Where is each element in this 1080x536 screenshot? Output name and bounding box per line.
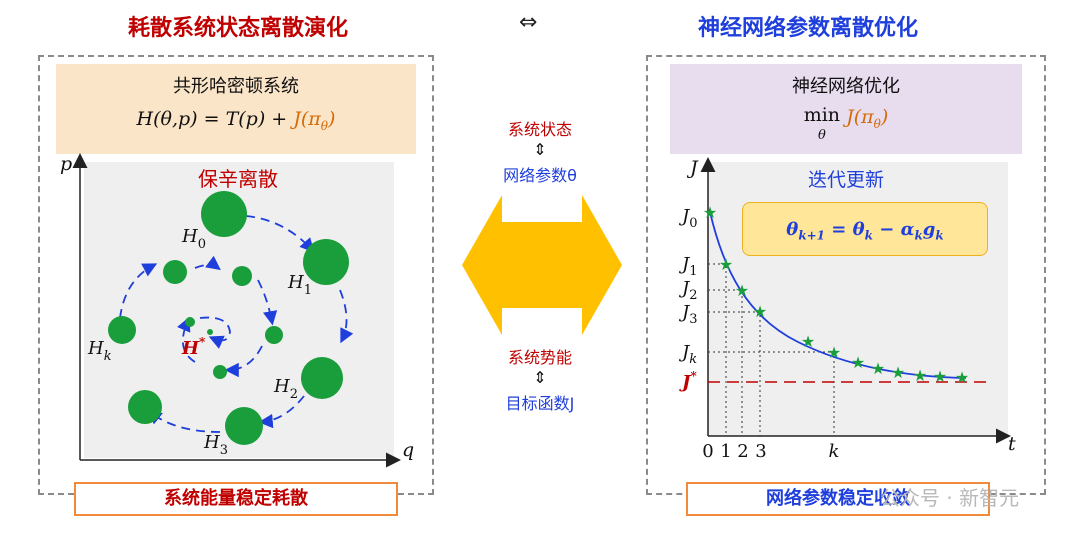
arrow-4-5 bbox=[119, 263, 158, 319]
label-h1: H1 bbox=[287, 272, 312, 298]
ball-d bbox=[213, 365, 227, 379]
ball-hk bbox=[108, 316, 136, 344]
right-formula-close: ) bbox=[880, 106, 889, 128]
iterate-stars: ★ ★ ★ ★ ★ ★ ★ ★ ★ ★ ★ ★ bbox=[703, 203, 969, 387]
ball-e bbox=[185, 317, 195, 327]
ball-h1 bbox=[303, 239, 349, 285]
middle-bottom-line2: 目标函数J bbox=[505, 394, 575, 413]
tick-3: 3 bbox=[755, 441, 766, 462]
arrow-1-2 bbox=[339, 289, 354, 344]
right-formula-sub: θ bbox=[873, 116, 881, 131]
formula-main: H(θ,p) = T(p) + bbox=[136, 108, 294, 130]
double-arrow bbox=[462, 195, 622, 335]
left-header-name: 共形哈密顿系统 bbox=[173, 76, 299, 97]
guide-3 bbox=[708, 311, 761, 436]
arrow-5-6 bbox=[194, 255, 221, 271]
axis-x-label: t bbox=[1008, 433, 1016, 455]
ball-c bbox=[265, 326, 283, 344]
star-0: ★ bbox=[703, 203, 717, 222]
axis-y-label: J bbox=[686, 157, 699, 179]
guide-k bbox=[708, 351, 835, 436]
star-11: ★ bbox=[955, 368, 969, 387]
label-hstar: H* bbox=[181, 335, 206, 359]
right-header-name: 神经网络优化 bbox=[792, 76, 900, 97]
ball-b bbox=[232, 266, 252, 286]
axis-x-label: q bbox=[402, 439, 414, 461]
label-hk: Hk bbox=[87, 338, 112, 364]
label-jk: Jk bbox=[678, 342, 697, 367]
formula-sub: θ bbox=[320, 118, 329, 133]
middle-updown-1: ⇕ bbox=[533, 140, 547, 159]
arrow-0-1 bbox=[245, 215, 315, 253]
right-header-formula: min θ J(πθ) bbox=[670, 106, 1022, 145]
tick-1: 1 bbox=[720, 441, 731, 462]
ball-h3 bbox=[225, 407, 263, 445]
arrow-inner bbox=[199, 316, 231, 349]
star-7: ★ bbox=[871, 359, 885, 378]
axis-y-label: p bbox=[60, 153, 72, 175]
ball-a bbox=[163, 260, 187, 284]
middle-top-line2: 网络参数θ bbox=[503, 166, 577, 185]
equivalence-symbol: ⇔ bbox=[519, 10, 538, 35]
left-footer: 系统能量稳定耗散 bbox=[74, 482, 398, 516]
plot-label: 迭代更新 bbox=[808, 169, 884, 191]
label-j3: J3 bbox=[678, 302, 698, 327]
star-2: ★ bbox=[735, 281, 749, 300]
watermark: 公众号 · 新智元 bbox=[880, 486, 1020, 510]
update-rule: θk+1 = θk − αkgk bbox=[786, 219, 944, 243]
ball-center bbox=[207, 329, 213, 335]
arrow-7-8 bbox=[224, 345, 263, 378]
right-footer: 网络参数稳定收敛 bbox=[686, 482, 990, 516]
guide-2 bbox=[708, 289, 743, 436]
star-1: ★ bbox=[719, 255, 733, 274]
formula-close: ) bbox=[328, 108, 336, 130]
star-10: ★ bbox=[933, 367, 947, 386]
label-j0: J0 bbox=[678, 206, 698, 231]
star-8: ★ bbox=[891, 363, 905, 382]
label-j1: J1 bbox=[678, 254, 698, 279]
left-phase-plot: 保辛离散 q p H0 H1 H2 H3 Hk H* bbox=[60, 153, 414, 468]
right-formula-j: J(π bbox=[846, 106, 874, 128]
plot-label: 保辛离散 bbox=[198, 167, 278, 191]
star-6: ★ bbox=[851, 353, 865, 372]
star-4: ★ bbox=[801, 332, 815, 351]
middle-top-line1: 系统状态 bbox=[507, 120, 572, 139]
guide-1 bbox=[708, 263, 727, 436]
state-balls bbox=[108, 191, 349, 445]
star-k: ★ bbox=[827, 343, 841, 362]
double-arrow-shape bbox=[462, 195, 622, 335]
x-tick-labels: 0 1 2 3 k bbox=[702, 441, 839, 462]
tick-2: 2 bbox=[737, 441, 748, 462]
label-h2: H2 bbox=[273, 376, 298, 402]
middle-updown-2: ⇕ bbox=[533, 368, 547, 387]
right-convergence-plot: ★ ★ ★ ★ ★ ★ ★ ★ ★ ★ ★ ★ 迭代更新 J t J0 J1 J… bbox=[678, 157, 1016, 462]
ball-h0 bbox=[201, 191, 247, 237]
min-operator: min θ bbox=[803, 104, 841, 144]
arrow-8-9 bbox=[177, 316, 196, 363]
spiral-arrows bbox=[119, 215, 354, 433]
left-header-box: 共形哈密顿系统 H(θ,p) = T(p) + J(πθ) bbox=[56, 64, 416, 154]
tick-k: k bbox=[829, 441, 840, 462]
label-j2: J2 bbox=[678, 278, 698, 303]
update-rule-box: θk+1 = θk − αkgk bbox=[742, 202, 988, 256]
middle-bottom-line1: 系统势能 bbox=[507, 348, 572, 367]
label-h0: H0 bbox=[181, 226, 206, 252]
convergence-curve bbox=[709, 211, 967, 379]
ball-h2 bbox=[301, 357, 343, 399]
label-h3: H3 bbox=[203, 432, 228, 458]
right-header-box: 神经网络优化 min θ J(πθ) bbox=[670, 64, 1022, 154]
guide-lines bbox=[708, 263, 835, 436]
formula-j: J(π bbox=[293, 108, 321, 130]
star-9: ★ bbox=[913, 366, 927, 385]
tick-0: 0 bbox=[702, 441, 713, 462]
right-title: 神经网络参数离散优化 bbox=[698, 16, 919, 41]
left-title: 耗散系统状态离散演化 bbox=[128, 16, 349, 41]
y-tick-labels: J0 J1 J2 J3 Jk J* bbox=[678, 206, 698, 393]
ball-h3b bbox=[128, 390, 162, 424]
left-header-formula: H(θ,p) = T(p) + J(πθ) bbox=[56, 108, 416, 133]
label-jstar: J* bbox=[679, 369, 698, 393]
arrow-2-3 bbox=[258, 395, 305, 429]
arrow-6-7 bbox=[257, 279, 278, 326]
star-3: ★ bbox=[753, 302, 767, 321]
